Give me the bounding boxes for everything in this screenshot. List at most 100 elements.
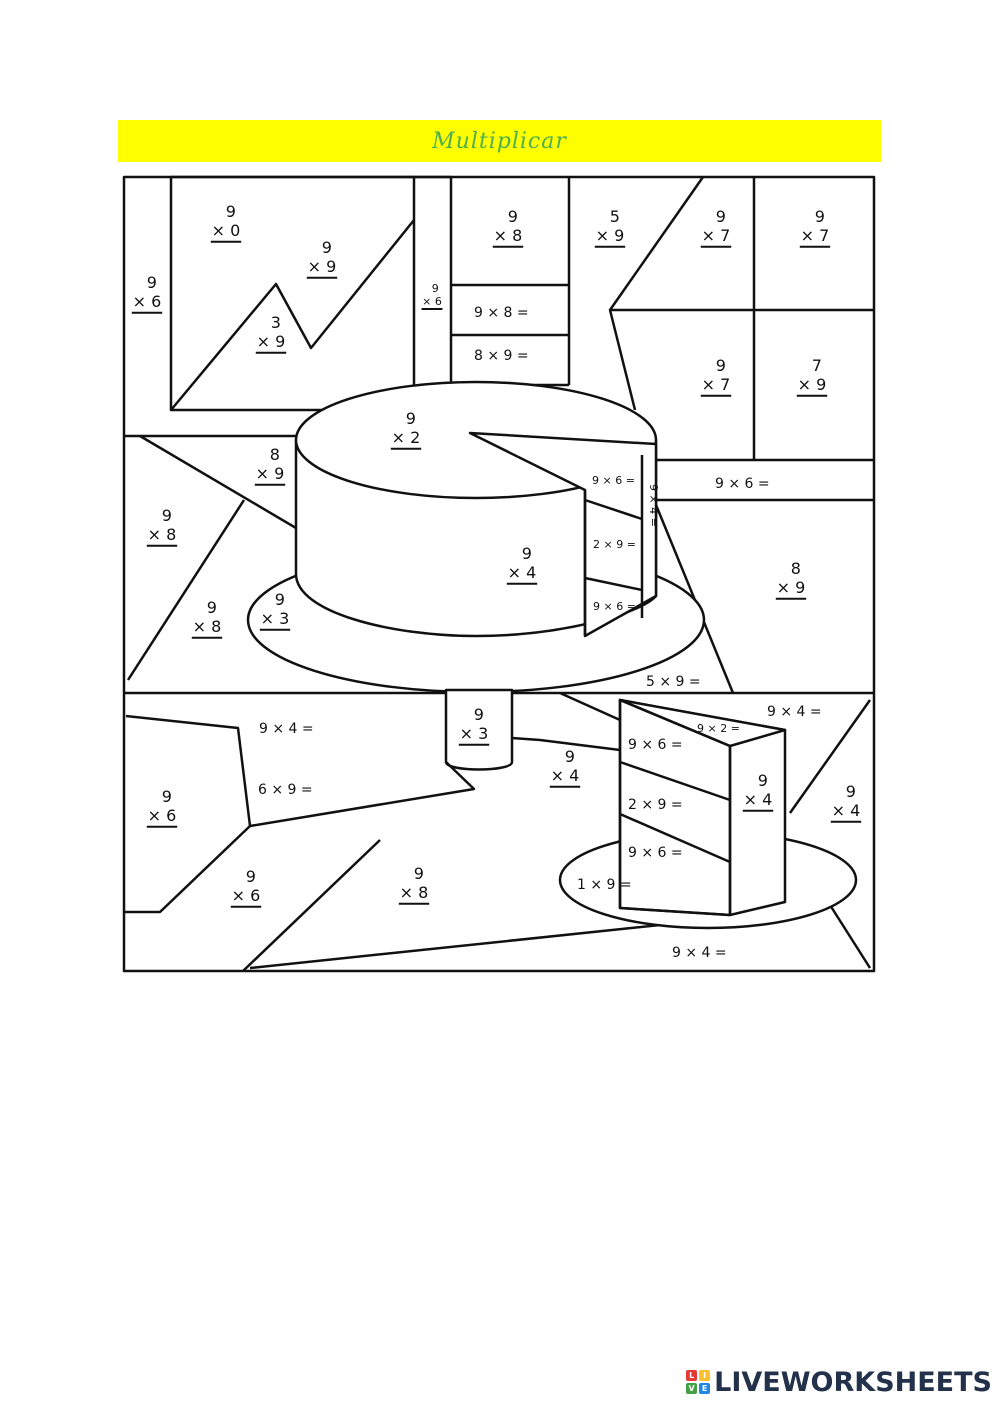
math-equation: 9 × 6 = [593, 600, 636, 613]
problem-bottom-number: × 2 [392, 428, 421, 447]
math-problem: 9× 6 [131, 273, 163, 314]
problem-top-number: 9 [275, 590, 285, 609]
math-equation: 9 × 8 = [474, 305, 529, 321]
problem-bottom-number: × 9 [798, 375, 827, 394]
problem-top-number: 9 [508, 207, 518, 226]
problem-bottom-number: × 8 [494, 226, 523, 245]
math-equation: 9 × 4 = [767, 704, 822, 720]
math-equation: 6 × 9 = [258, 782, 313, 798]
problem-top-number: 9 [716, 356, 726, 375]
math-problem: 7× 9 [796, 356, 828, 397]
math-problem: 9× 7 [700, 356, 732, 397]
math-problem: 9× 6 [230, 867, 262, 908]
math-problem: 5× 9 [594, 207, 626, 248]
problem-bottom-number: × 7 [801, 226, 830, 245]
problem-bottom-number: × 6 [232, 886, 261, 905]
math-problem: 8× 9 [254, 445, 286, 486]
problem-top-number: 9 [815, 207, 825, 226]
problem-bottom-number: × 8 [193, 617, 222, 636]
problem-top-number: 9 [207, 598, 217, 617]
math-equation: 9 × 6 = [592, 474, 635, 487]
problem-bottom-number: × 7 [702, 375, 731, 394]
problem-bottom-number: × 4 [508, 563, 537, 582]
problem-top-number: 8 [270, 445, 280, 464]
math-problem: 9× 7 [799, 207, 831, 248]
math-equation: 9 × 6 = [628, 845, 683, 861]
math-problem: 9× 4 [742, 771, 774, 812]
problem-bottom-number: × 0 [212, 221, 241, 240]
problem-top-number: 9 [147, 273, 157, 292]
math-equation: 9 × 2 = [697, 722, 740, 735]
problem-top-number: 9 [414, 864, 424, 883]
math-problem: 9× 8 [146, 506, 178, 547]
logo-tile: V [686, 1383, 698, 1394]
math-problem: 8× 9 [775, 559, 807, 600]
problem-bottom-number: × 6 [133, 292, 162, 311]
problem-bottom-number: × 8 [400, 883, 429, 902]
math-problem: 9× 9 [306, 238, 338, 279]
problem-bottom-number: × 4 [744, 790, 773, 809]
problem-top-number: 9 [406, 409, 416, 428]
math-problem: 9× 0 [210, 202, 242, 243]
math-equation: 5 × 9 = [646, 674, 701, 690]
problem-top-number: 9 [226, 202, 236, 221]
problem-bottom-number: × 3 [261, 609, 290, 628]
problem-bottom-number: × 6 [422, 295, 442, 308]
math-equation: 9 × 4 = [259, 721, 314, 737]
problem-bottom-number: × 7 [702, 226, 731, 245]
problem-top-number: 3 [271, 313, 281, 332]
math-problem: 9× 4 [830, 782, 862, 823]
math-problem: 9× 7 [700, 207, 732, 248]
problem-bottom-number: × 9 [777, 578, 806, 597]
logo-tile: I [699, 1370, 711, 1381]
math-equation: 8 × 9 = [474, 348, 529, 364]
bottom-lines [124, 691, 872, 972]
problem-top-number: 9 [162, 506, 172, 525]
math-problem: 9× 6 [421, 282, 443, 311]
problem-top-number: 9 [474, 705, 484, 724]
cake-drawing [246, 380, 706, 771]
logo-tiles-icon: L I V E [686, 1370, 711, 1394]
problem-bottom-number: × 6 [148, 806, 177, 825]
math-equation: 2 × 9 = [628, 797, 683, 813]
problem-top-number: 5 [610, 207, 620, 226]
problem-top-number: 9 [522, 544, 532, 563]
math-problem: 9× 4 [549, 747, 581, 788]
problem-top-number: 9 [565, 747, 575, 766]
problem-top-number: 9 [162, 787, 172, 806]
math-equation: 2 × 9 = [593, 538, 636, 551]
math-problem: 9× 8 [398, 864, 430, 905]
math-problem: 9× 6 [146, 787, 178, 828]
problem-bottom-number: × 4 [832, 801, 861, 820]
vertical-problems: 9× 09× 99× 63× 99× 69× 85× 99× 79× 79× 7… [131, 202, 862, 908]
math-problem: 9× 8 [492, 207, 524, 248]
title-banner: Multiplicar [118, 120, 881, 162]
logo-tile: E [699, 1383, 711, 1394]
math-problem: 9× 8 [191, 598, 223, 639]
problem-bottom-number: × 9 [257, 332, 286, 351]
math-equation: 9 × 6 = [628, 737, 683, 753]
math-equation: 1 × 9 = [577, 877, 632, 893]
problem-bottom-number: × 3 [460, 724, 489, 743]
problem-top-number: 9 [758, 771, 768, 790]
problem-top-number: 9 [246, 867, 256, 886]
math-equation: 9 × 4 = [647, 484, 660, 527]
problem-top-number: 7 [812, 356, 822, 375]
math-problem: 9× 2 [390, 409, 422, 450]
logo-text: LIVEWORKSHEETS [714, 1366, 992, 1398]
math-problem: 9× 3 [259, 590, 291, 631]
math-equation: 9 × 6 = [715, 476, 770, 492]
math-problem: 9× 4 [506, 544, 538, 585]
problem-bottom-number: × 9 [256, 464, 285, 483]
outer-frame [122, 175, 876, 973]
problem-top-number: 9 [716, 207, 726, 226]
math-problem: 3× 9 [255, 313, 287, 354]
problem-bottom-number: × 9 [596, 226, 625, 245]
problem-bottom-number: × 8 [148, 525, 177, 544]
problem-bottom-number: × 9 [308, 257, 337, 276]
problem-top-number: 9 [846, 782, 856, 801]
math-equation: 9 × 4 = [672, 945, 727, 961]
math-problem: 9× 3 [458, 705, 490, 746]
page-title: Multiplicar [432, 128, 567, 154]
